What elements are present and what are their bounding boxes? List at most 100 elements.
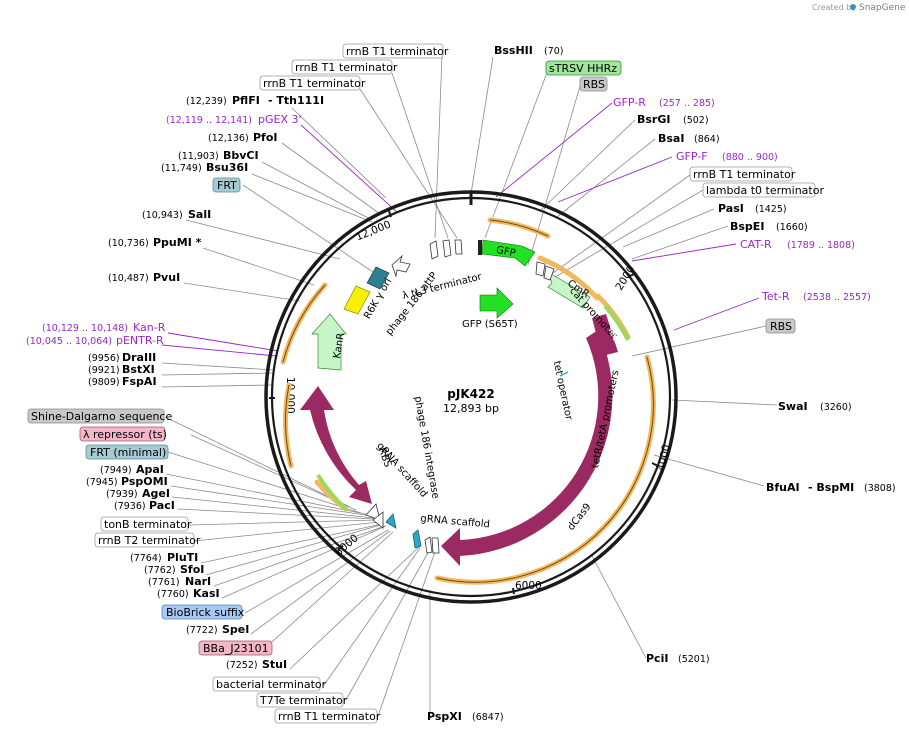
- svg-text:(10,487): (10,487): [108, 273, 149, 284]
- restriction-site[interactable]: (7761) NarI: [148, 575, 211, 588]
- restriction-site[interactable]: (12,136) PfoI: [208, 131, 278, 144]
- feature-box[interactable]: Shine-Dalgarno sequence: [27, 408, 172, 424]
- grna-scaffold-bottom-label: gRNA scaffold: [420, 513, 490, 530]
- r6k-ori-feature[interactable]: [343, 285, 371, 315]
- svg-text:(10,045 .. 10,064): (10,045 .. 10,064): [26, 336, 112, 347]
- restriction-site[interactable]: (9809) FspAI: [88, 375, 157, 388]
- credit-brand: SnapGene: [859, 3, 906, 13]
- feature-box[interactable]: FRT: [212, 177, 241, 193]
- svg-text:(9956): (9956): [88, 353, 120, 364]
- feature-box[interactable]: T7Te terminator: [256, 692, 348, 708]
- kanr-feature[interactable]: [311, 313, 347, 371]
- svg-text:Bsu36I: Bsu36I: [206, 161, 248, 174]
- feature-box[interactable]: FRT (minimal): [85, 444, 169, 460]
- svg-text:sTRSV HHRz: sTRSV HHRz: [549, 62, 617, 75]
- primer-label[interactable]: Tet-R (2538 .. 2557): [761, 290, 871, 303]
- feature-box[interactable]: BBa_J23101: [198, 640, 273, 656]
- gfp-s65t-feature[interactable]: [479, 287, 514, 319]
- restriction-site[interactable]: (7762) SfoI: [144, 563, 204, 576]
- feature-box[interactable]: rrnB T1 terminator: [291, 59, 398, 75]
- plasmid-name: pJK422: [447, 387, 494, 401]
- svg-text:PspXI: PspXI: [427, 710, 462, 723]
- restriction-site[interactable]: (10,736) PpuMI *: [108, 236, 202, 249]
- restriction-site[interactable]: BsaI (864): [658, 132, 720, 145]
- svg-text:(502): (502): [683, 115, 709, 126]
- restriction-site[interactable]: (10,943) SalI: [142, 208, 211, 221]
- left-labels: rrnB T1 terminator rrnB T1 terminator rr…: [26, 43, 449, 724]
- svg-text:- BspMI: - BspMI: [808, 481, 854, 494]
- restriction-site[interactable]: (10,487) PvuI: [108, 271, 180, 284]
- restriction-site[interactable]: PspXI (6847): [427, 710, 504, 723]
- svg-text:PflFI: PflFI: [232, 94, 260, 107]
- primer-label[interactable]: (12,119 .. 12,141) pGEX 3': [166, 113, 302, 126]
- svg-text:(10,736): (10,736): [108, 238, 149, 249]
- svg-text:(70): (70): [544, 46, 564, 57]
- feature-box[interactable]: λ repressor (ts): [79, 426, 167, 442]
- svg-text:SalI: SalI: [188, 208, 211, 221]
- restriction-site[interactable]: (9956) DraIII: [88, 351, 156, 364]
- restriction-site[interactable]: (11,749) Bsu36I: [161, 161, 248, 174]
- restriction-site[interactable]: (7722) SpeI: [186, 623, 249, 636]
- ltl3-terminator-feature[interactable]: [391, 254, 411, 278]
- svg-text:rrnB T1 terminator: rrnB T1 terminator: [295, 61, 398, 74]
- feature-box[interactable]: rrnB T1 terminator: [259, 75, 366, 91]
- svg-text:(3808): (3808): [864, 483, 896, 494]
- svg-text:(7760): (7760): [157, 589, 189, 600]
- restriction-site[interactable]: (12,239) PflFI - Tth111I: [186, 94, 324, 107]
- svg-text:tonB terminator: tonB terminator: [104, 518, 192, 531]
- inner-gfp-label: GFP (S65T): [462, 319, 518, 330]
- restriction-site[interactable]: SwaI (3260): [778, 400, 852, 413]
- feature-box[interactable]: RBS: [765, 318, 796, 334]
- restriction-site[interactable]: (7939) AgeI: [106, 487, 170, 500]
- primer-label[interactable]: (10,045 .. 10,064) pENTR-R: [26, 334, 164, 347]
- restriction-site[interactable]: PciI (5201): [646, 652, 710, 665]
- cmr-feature[interactable]: [547, 271, 591, 309]
- primer-label[interactable]: GFP-R (257 .. 285): [613, 96, 715, 109]
- svg-text:(880 .. 900): (880 .. 900): [722, 152, 778, 163]
- feature-box[interactable]: RBS: [579, 76, 608, 92]
- restriction-site[interactable]: (11,903) BbvCI: [178, 149, 259, 162]
- feature-box[interactable]: BioBrick suffix: [161, 604, 245, 620]
- feature-box[interactable]: rrnB T1 terminator: [689, 166, 796, 182]
- bottom-small-features: [365, 503, 440, 554]
- svg-text:(7939): (7939): [106, 489, 138, 500]
- svg-text:PasI: PasI: [718, 202, 744, 215]
- primer-label[interactable]: CAT-R (1789 .. 1808): [740, 238, 855, 251]
- restriction-site[interactable]: BfuAI - BspMI (3808): [766, 481, 896, 494]
- feature-box[interactable]: sTRSV HHRz: [545, 60, 622, 76]
- restriction-site[interactable]: (9921) BstXI: [88, 363, 155, 376]
- svg-text:BspEI: BspEI: [730, 220, 764, 233]
- restriction-site[interactable]: (7936) PacI: [114, 499, 175, 512]
- phage186-integrase-feature[interactable]: [300, 386, 372, 504]
- phage186-attp-feature[interactable]: [366, 266, 390, 290]
- svg-text:PspOMI: PspOMI: [121, 475, 168, 488]
- tetr-feature[interactable]: [592, 314, 618, 356]
- primer-label[interactable]: (10,129 .. 10,148) Kan-R: [42, 321, 166, 334]
- restriction-site[interactable]: (7760) KasI: [157, 587, 220, 600]
- feature-box[interactable]: rrnB T1 terminator: [342, 43, 449, 59]
- restriction-site[interactable]: (7949) ApaI: [100, 463, 164, 476]
- feature-box[interactable]: tonB terminator: [100, 516, 192, 532]
- restriction-site[interactable]: (7945) PspOMI: [86, 475, 168, 488]
- feature-box[interactable]: rrnB T1 terminator: [274, 708, 381, 724]
- leader-lines-left: [161, 55, 458, 717]
- restriction-site[interactable]: PasI (1425): [718, 202, 787, 215]
- svg-text:PvuI: PvuI: [153, 271, 180, 284]
- svg-text:PfoI: PfoI: [253, 131, 278, 144]
- restriction-site[interactable]: BssHII (70): [494, 44, 564, 57]
- green-small-arcs: [316, 304, 630, 512]
- tick-label-4000: 4000: [655, 443, 672, 472]
- restriction-site[interactable]: BsrGI (502): [637, 113, 709, 126]
- restriction-site[interactable]: BspEI (1660): [730, 220, 808, 233]
- feature-box[interactable]: rrnB T2 terminator: [94, 532, 201, 548]
- svg-text:rrnB T2 terminator: rrnB T2 terminator: [98, 534, 201, 547]
- svg-text:PciI: PciI: [646, 652, 668, 665]
- restriction-site[interactable]: (7252) StuI: [226, 658, 287, 671]
- restriction-site[interactable]: (7764) PluTI: [130, 551, 198, 564]
- svg-text:(7949): (7949): [100, 465, 132, 476]
- feature-box[interactable]: lambda t0 terminator: [702, 182, 824, 198]
- dcas9-feature[interactable]: [441, 330, 613, 566]
- primer-label[interactable]: GFP-F (880 .. 900): [676, 150, 778, 163]
- feature-box[interactable]: bacterial terminator: [212, 676, 327, 692]
- svg-text:(10,943): (10,943): [142, 210, 183, 221]
